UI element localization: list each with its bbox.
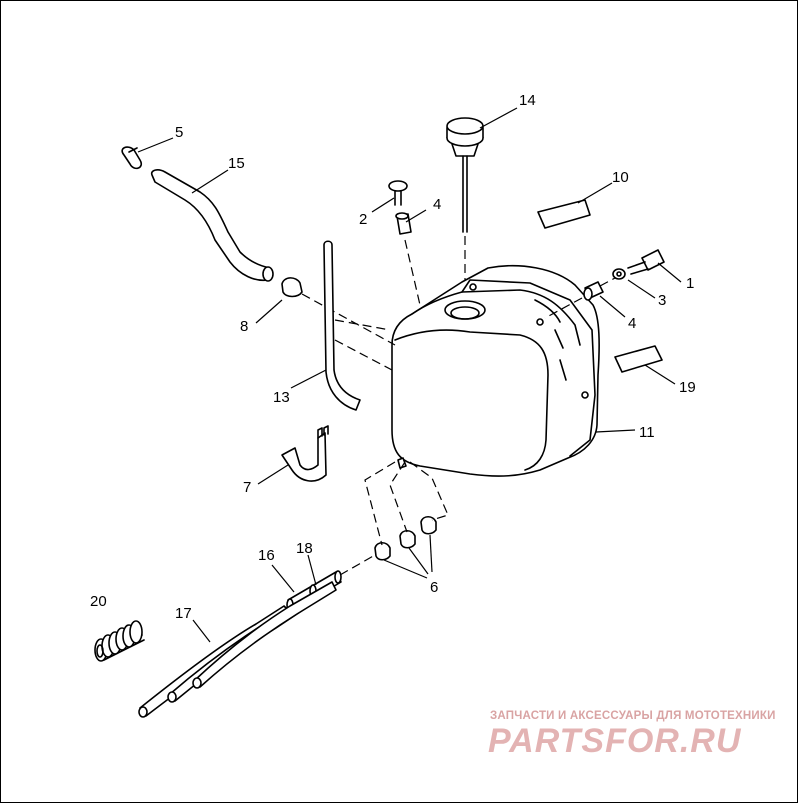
callout-5: 5	[175, 124, 183, 141]
callout-14: 14	[519, 92, 536, 109]
watermark-logo: PARTSFOR.RU	[488, 722, 742, 760]
callout-2: 2	[359, 211, 367, 228]
hose-clamps	[364, 461, 449, 579]
callout-13: 13	[273, 389, 290, 406]
callout-3: 3	[658, 292, 666, 309]
callout-8: 8	[240, 318, 248, 335]
hose-upper	[121, 146, 396, 346]
callout-15: 15	[228, 155, 245, 172]
callout-4-top: 4	[433, 196, 441, 213]
spring	[94, 620, 145, 662]
vent-tube	[323, 240, 393, 411]
callout-10: 10	[612, 169, 629, 186]
leader-lines	[137, 107, 682, 643]
label-plate-19	[614, 345, 663, 373]
bolt-right	[544, 249, 665, 319]
callout-4-right: 4	[628, 315, 636, 332]
screw-top	[388, 180, 421, 306]
callout-18: 18	[296, 540, 313, 557]
watermark-tagline: ЗАПЧАСТИ И АКСЕССУАРЫ ДЛЯ МОТОТЕХНИКИ	[490, 710, 776, 722]
mount-bracket	[281, 425, 329, 482]
callout-20: 20	[90, 593, 107, 610]
oil-tank	[391, 265, 600, 477]
callout-19: 19	[679, 379, 696, 396]
callout-16: 16	[258, 547, 275, 564]
hose-lower	[138, 554, 376, 718]
callout-1: 1	[686, 275, 694, 292]
callout-17: 17	[175, 605, 192, 622]
callout-11: 11	[639, 424, 655, 441]
callout-numbers: 1 2 3 4 4 5 6 7 8 10 11 13 14 15 16 17 1…	[90, 92, 696, 622]
callout-7: 7	[243, 479, 251, 496]
callout-6: 6	[430, 579, 438, 596]
label-plate-10	[537, 199, 591, 229]
dipstick-cap	[446, 117, 484, 280]
